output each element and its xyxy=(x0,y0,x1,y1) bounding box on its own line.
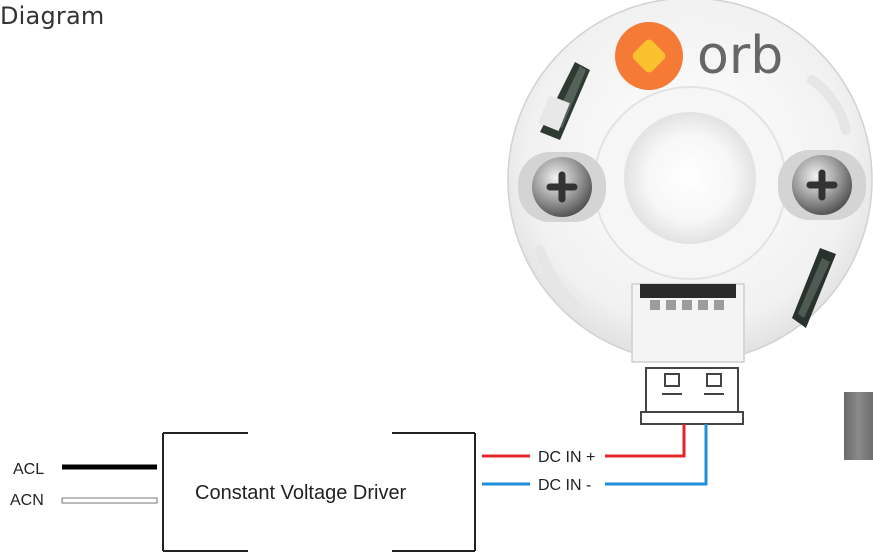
dc-plus-label: DC IN + xyxy=(538,449,595,466)
dc-minus-label: DC IN - xyxy=(538,477,591,494)
acl-label: ACL xyxy=(13,461,44,478)
driver-box: Constant Voltage Driver xyxy=(162,432,476,552)
left-screw xyxy=(518,152,606,222)
orb-logo: orb xyxy=(615,22,783,90)
plug-housing xyxy=(640,367,744,425)
acn-wire xyxy=(61,497,158,504)
page-title: Diagram xyxy=(0,2,105,30)
upper-left-connector xyxy=(538,62,590,140)
plug-flange xyxy=(640,411,744,425)
orb-module: orb xyxy=(507,0,873,363)
side-block xyxy=(844,392,873,460)
orb-brand-text: orb xyxy=(697,26,783,86)
dc-minus-wire xyxy=(482,424,708,486)
orb-logo-diamond xyxy=(632,39,666,73)
plug-body xyxy=(645,367,739,419)
acn-label: ACN xyxy=(10,492,44,509)
dc-plus-wire xyxy=(482,424,686,458)
board-connector xyxy=(631,283,745,363)
led-emitter xyxy=(624,112,756,244)
right-screw xyxy=(778,150,866,220)
driver-label: Constant Voltage Driver xyxy=(195,482,407,504)
lower-right-connector xyxy=(792,248,836,328)
